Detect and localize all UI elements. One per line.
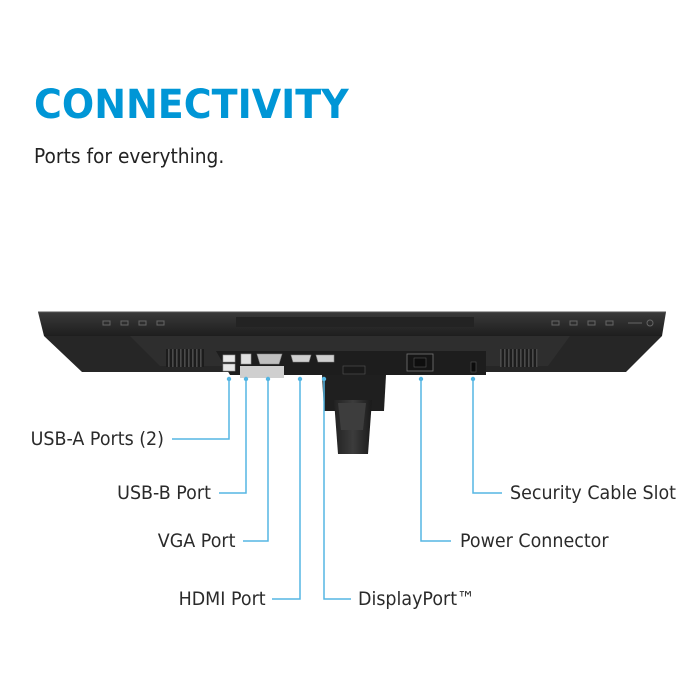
right-button-marks (551, 319, 654, 327)
right-vent (500, 349, 538, 367)
page-subtitle: Ports for everything. (34, 144, 225, 168)
security-line (472, 379, 502, 494)
vga-port (256, 353, 283, 365)
vga-label: VGA Port (157, 530, 235, 552)
left-vent (166, 349, 204, 367)
usb-a-label: USB-A Ports (2) (30, 428, 164, 450)
usb-b-port (240, 353, 252, 365)
security-slot (470, 361, 477, 373)
vga-line (243, 379, 269, 542)
security-slot-label: Security Cable Slot (510, 482, 677, 504)
panel-slot (342, 365, 366, 375)
callout-dots (226, 376, 476, 382)
callout-lines (172, 379, 502, 600)
hdmi-port (290, 354, 312, 363)
left-button-marks (102, 320, 165, 326)
displayport-label: DisplayPort™ (358, 588, 475, 610)
power-connector-label: Power Connector (460, 530, 609, 552)
power-line (420, 379, 451, 542)
usb-a-ports (222, 354, 236, 372)
usb-a-line (172, 379, 230, 440)
hdmi-line (272, 379, 301, 600)
displayport-port (315, 354, 335, 363)
displayport-line (323, 379, 351, 600)
page-title: CONNECTIVITY (34, 82, 349, 128)
usb-b-line (219, 379, 247, 494)
usb-b-label: USB-B Port (117, 482, 211, 504)
hdmi-label: HDMI Port (178, 588, 266, 610)
